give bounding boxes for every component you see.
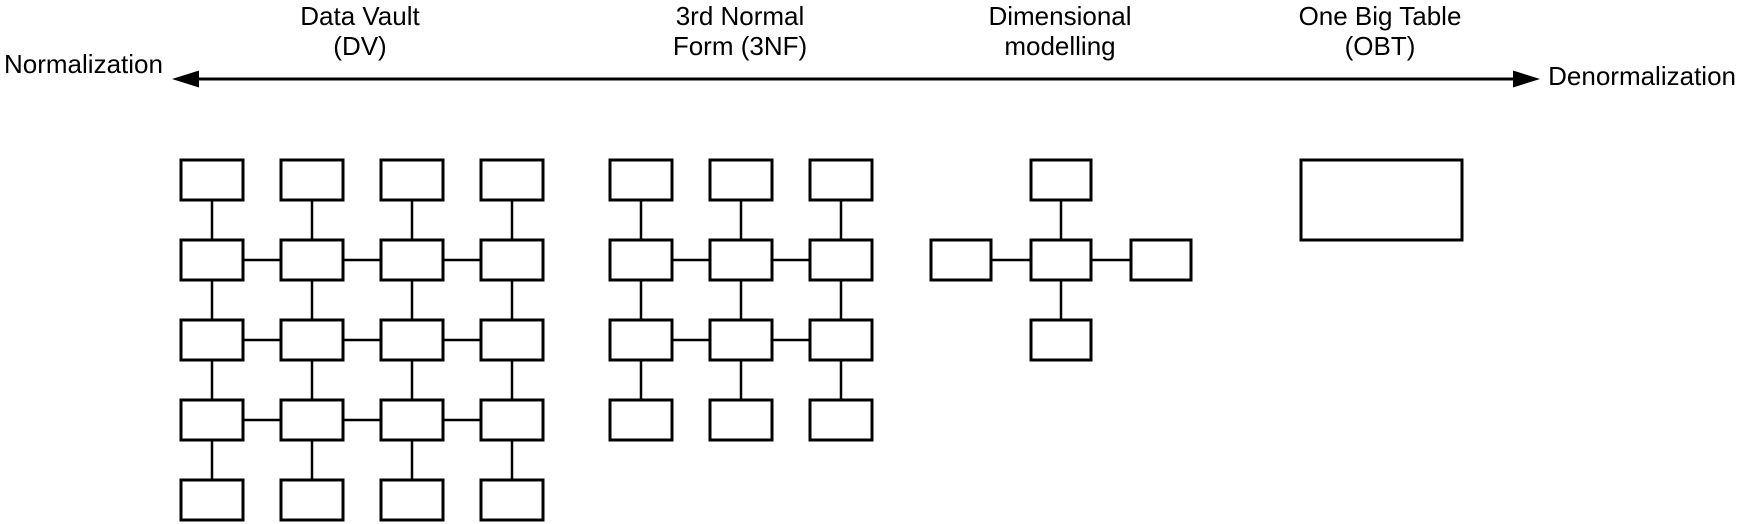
- category-label-line: One Big Table: [1298, 1, 1462, 31]
- data-vault-schema-table-box: [279, 318, 345, 362]
- data-vault-schema-table-box: [279, 398, 345, 442]
- data-vault-schema-table-box: [179, 238, 245, 282]
- category-label-dimensional-modelling: Dimensional modelling: [900, 1, 1220, 61]
- third-normal-form-schema-table-box: [708, 398, 774, 442]
- third-normal-form-schema-table-box: [608, 238, 674, 282]
- category-label-line: Data Vault: [300, 1, 420, 31]
- category-label-line: 3rd Normal: [675, 1, 805, 31]
- data-vault-schema-table-box: [379, 398, 445, 442]
- category-label-line: (DV): [333, 31, 387, 61]
- category-label-line: (OBT): [1344, 31, 1416, 61]
- data-vault-schema-table-box: [179, 158, 245, 202]
- data-vault-schema-table-box: [279, 158, 345, 202]
- data-vault-schema-table-box: [379, 478, 445, 522]
- dimensional-star-schema-dimension-box: [1129, 238, 1193, 282]
- data-vault-schema-table-box: [379, 238, 445, 282]
- data-vault-schema-table-box: [479, 238, 545, 282]
- data-vault-schema-table-box: [179, 318, 245, 362]
- data-vault-schema-table-box: [279, 478, 345, 522]
- third-normal-form-schema-table-box: [608, 318, 674, 362]
- third-normal-form-schema-table-box: [808, 238, 874, 282]
- category-label-line: modelling: [1004, 31, 1116, 61]
- third-normal-form-schema-table-box: [708, 318, 774, 362]
- data-vault-schema-table-box: [179, 398, 245, 442]
- data-vault-schema-table-box: [279, 238, 345, 282]
- dimensional-star-schema-dimension-box: [1029, 158, 1093, 202]
- dimensional-star-schema-dimension-box: [1029, 318, 1093, 362]
- normalization-label: Normalization: [4, 49, 163, 79]
- category-label-line: Dimensional: [988, 1, 1132, 31]
- data-vault-schema-table-box: [479, 318, 545, 362]
- data-vault-schema-table-box: [179, 478, 245, 522]
- one-big-table-schema-table-box: [1299, 158, 1464, 242]
- third-normal-form-schema-table-box: [808, 158, 874, 202]
- spectrum-arrowhead-right: [1513, 70, 1540, 88]
- third-normal-form-schema-table-box: [808, 318, 874, 362]
- third-normal-form-schema-table-box: [708, 238, 774, 282]
- third-normal-form-schema-table-box: [808, 398, 874, 442]
- data-vault-schema-table-box: [379, 318, 445, 362]
- third-normal-form-schema-table-box: [608, 158, 674, 202]
- category-label-one-big-table: One Big Table (OBT): [1220, 1, 1540, 61]
- dimensional-star-schema-fact-box: [1029, 238, 1093, 282]
- dimensional-star-schema-dimension-box: [929, 238, 993, 282]
- spectrum-arrowhead-left: [172, 70, 199, 88]
- denormalization-label: Denormalization: [1548, 61, 1736, 91]
- category-label-third-normal-form: 3rd Normal Form (3NF): [580, 1, 900, 61]
- category-label-line: Form (3NF): [672, 31, 808, 61]
- data-vault-schema-table-box: [479, 478, 545, 522]
- category-label-data-vault: Data Vault (DV): [200, 1, 520, 61]
- data-vault-schema-table-box: [479, 398, 545, 442]
- data-vault-schema-table-box: [379, 158, 445, 202]
- third-normal-form-schema-table-box: [708, 158, 774, 202]
- third-normal-form-schema-table-box: [608, 398, 674, 442]
- data-vault-schema-table-box: [479, 158, 545, 202]
